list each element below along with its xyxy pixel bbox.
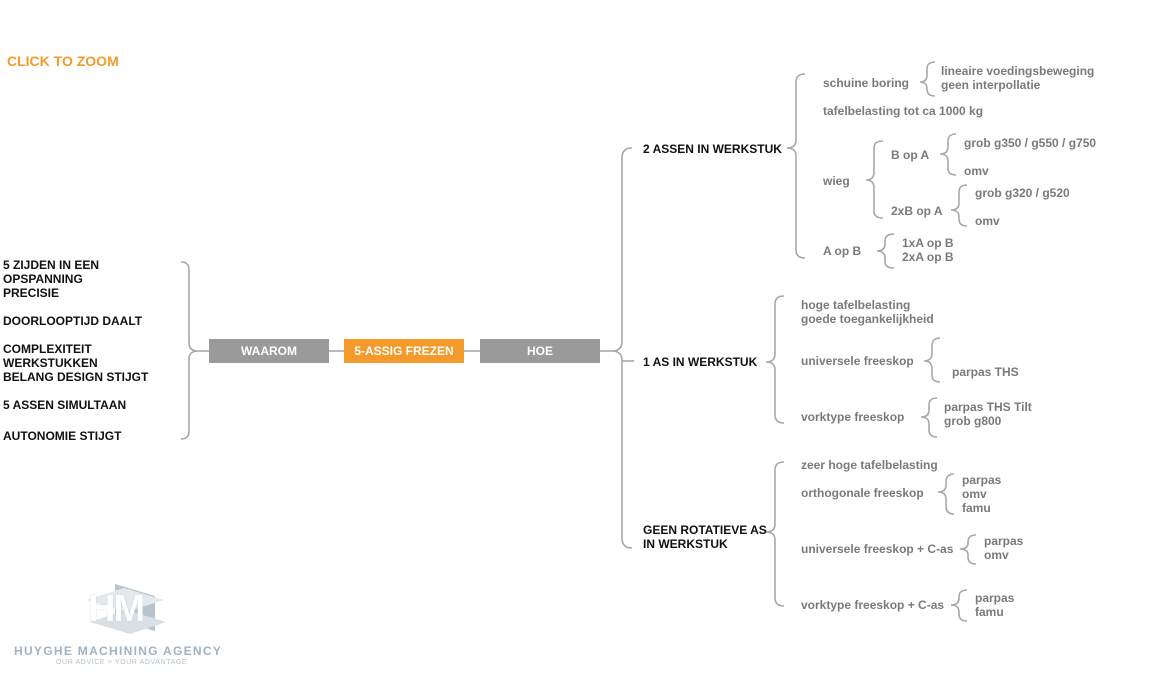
leaf-orthogonale-parpas: parpas: [962, 473, 1002, 487]
node-zeer-hoge-tafelbelasting: zeer hoge tafelbelasting: [801, 458, 938, 472]
brace-vorktype-c: [950, 589, 968, 622]
branch-geen-rotatieve-line-1: GEEN ROTATIEVE AS: [643, 523, 767, 537]
node-b-op-a: B op A: [891, 148, 930, 162]
leaf-1xa-op-b: 1xA op B: [902, 236, 954, 250]
node-schuine-boring: schuine boring: [823, 76, 910, 90]
leaf-orthogonale-omv: omv: [962, 487, 987, 501]
center-box-5-assig-frezen: 5-ASSIG FREZEN: [344, 339, 464, 363]
logo-letters: HM: [88, 588, 145, 630]
branch-2-assen: 2 ASSEN IN WERKSTUK: [643, 142, 782, 156]
leaf-2xa-op-b: 2xA op B: [902, 250, 954, 264]
brace-b-op-a: [939, 133, 957, 176]
node-universele-freeskop: universele freeskop: [801, 354, 914, 368]
waarom-box: WAAROM: [209, 339, 329, 363]
brace-orthogonale: [937, 473, 955, 515]
brace-universele: [923, 337, 941, 383]
node-orthogonale-freeskop: orthogonale freeskop: [801, 486, 924, 500]
logo-tagline: OUR ADVICE > YOUR ADVANTAGE: [56, 659, 188, 666]
branch-1-as: 1 AS IN WERKSTUK: [643, 355, 758, 369]
reason-item-3-line-1: COMPLEXITEIT: [3, 342, 92, 356]
brace-2xb-op-a: [950, 184, 968, 227]
node-tafelbelasting: tafelbelasting tot ca 1000 kg: [823, 104, 984, 118]
node-universele-freeskop-c-as: universele freeskop + C-as: [801, 542, 954, 556]
reason-item-1-line-3: PRECISIE: [3, 286, 60, 300]
leaf-lineaire-voedingsbeweging: lineaire voedingsbeweging: [941, 64, 1095, 78]
brace-wieg: [865, 140, 884, 219]
leaf-parpas-ths: parpas THS: [952, 365, 1019, 379]
reason-item-3-line-3: BELANG DESIGN STIJGT: [3, 370, 149, 384]
click-to-zoom-link[interactable]: CLICK TO ZOOM: [7, 53, 119, 69]
brace-2-assen: [786, 73, 806, 259]
reason-item-1-line-1: 5 ZIJDEN IN EEN: [3, 258, 100, 272]
node-2xb-op-a: 2xB op A: [891, 204, 943, 218]
reason-item-5: AUTONOMIE STIJGT: [3, 429, 122, 443]
node-goede-toegankelijkheid: goede toegankelijkheid: [801, 312, 934, 326]
brace-a-op-b: [876, 233, 895, 269]
reason-item-2: DOORLOOPTIJD DAALT: [3, 314, 143, 328]
leaf-vorktype-c-parpas: parpas: [975, 591, 1015, 605]
left-brace: [180, 261, 199, 440]
node-vorktype-freeskop-c-as: vorktype freeskop + C-as: [801, 598, 945, 612]
brace-geen-rotatieve: [765, 461, 785, 607]
leaf-geen-interpollatie: geen interpollatie: [941, 78, 1041, 92]
leaf-universele-c-parpas: parpas: [984, 534, 1024, 548]
brace-vorktype: [920, 397, 938, 438]
leaf-grob-g800: grob g800: [944, 414, 1002, 428]
brace-universele-c: [959, 534, 977, 565]
leaf-universele-c-omv: omv: [984, 548, 1009, 562]
node-wieg: wieg: [823, 174, 850, 188]
brace-schuine-boring: [919, 61, 936, 97]
leaf-vorktype-c-famu: famu: [975, 605, 1004, 619]
logo-mark: [86, 584, 166, 634]
hoe-box: HOE: [480, 339, 600, 363]
reason-item-3-line-2: WERKSTUKKEN: [3, 356, 98, 370]
logo-name: HUYGHE MACHINING AGENCY: [14, 644, 223, 658]
main-right-brace: [611, 147, 633, 549]
leaf-grob-g350-g550-g750: grob g350 / g550 / g750: [964, 136, 1097, 150]
leaf-omv-2xb-op-a: omv: [975, 214, 1000, 228]
reason-item-4: 5 ASSEN SIMULTAAN: [3, 398, 127, 412]
leaf-orthogonale-famu: famu: [962, 501, 991, 515]
leaf-grob-g320-g520: grob g320 / g520: [975, 186, 1070, 200]
reason-item-1-line-2: OPSPANNING: [3, 272, 83, 286]
leaf-parpas-ths-tilt: parpas THS Tilt: [944, 400, 1032, 414]
branch-geen-rotatieve-line-2: IN WERKSTUK: [643, 537, 728, 551]
node-hoge-tafelbelasting: hoge tafelbelasting: [801, 298, 911, 312]
node-a-op-b: A op B: [823, 244, 862, 258]
leaf-omv-b-op-a: omv: [964, 164, 989, 178]
node-vorktype-freeskop: vorktype freeskop: [801, 410, 905, 424]
brace-1-as: [765, 295, 785, 424]
